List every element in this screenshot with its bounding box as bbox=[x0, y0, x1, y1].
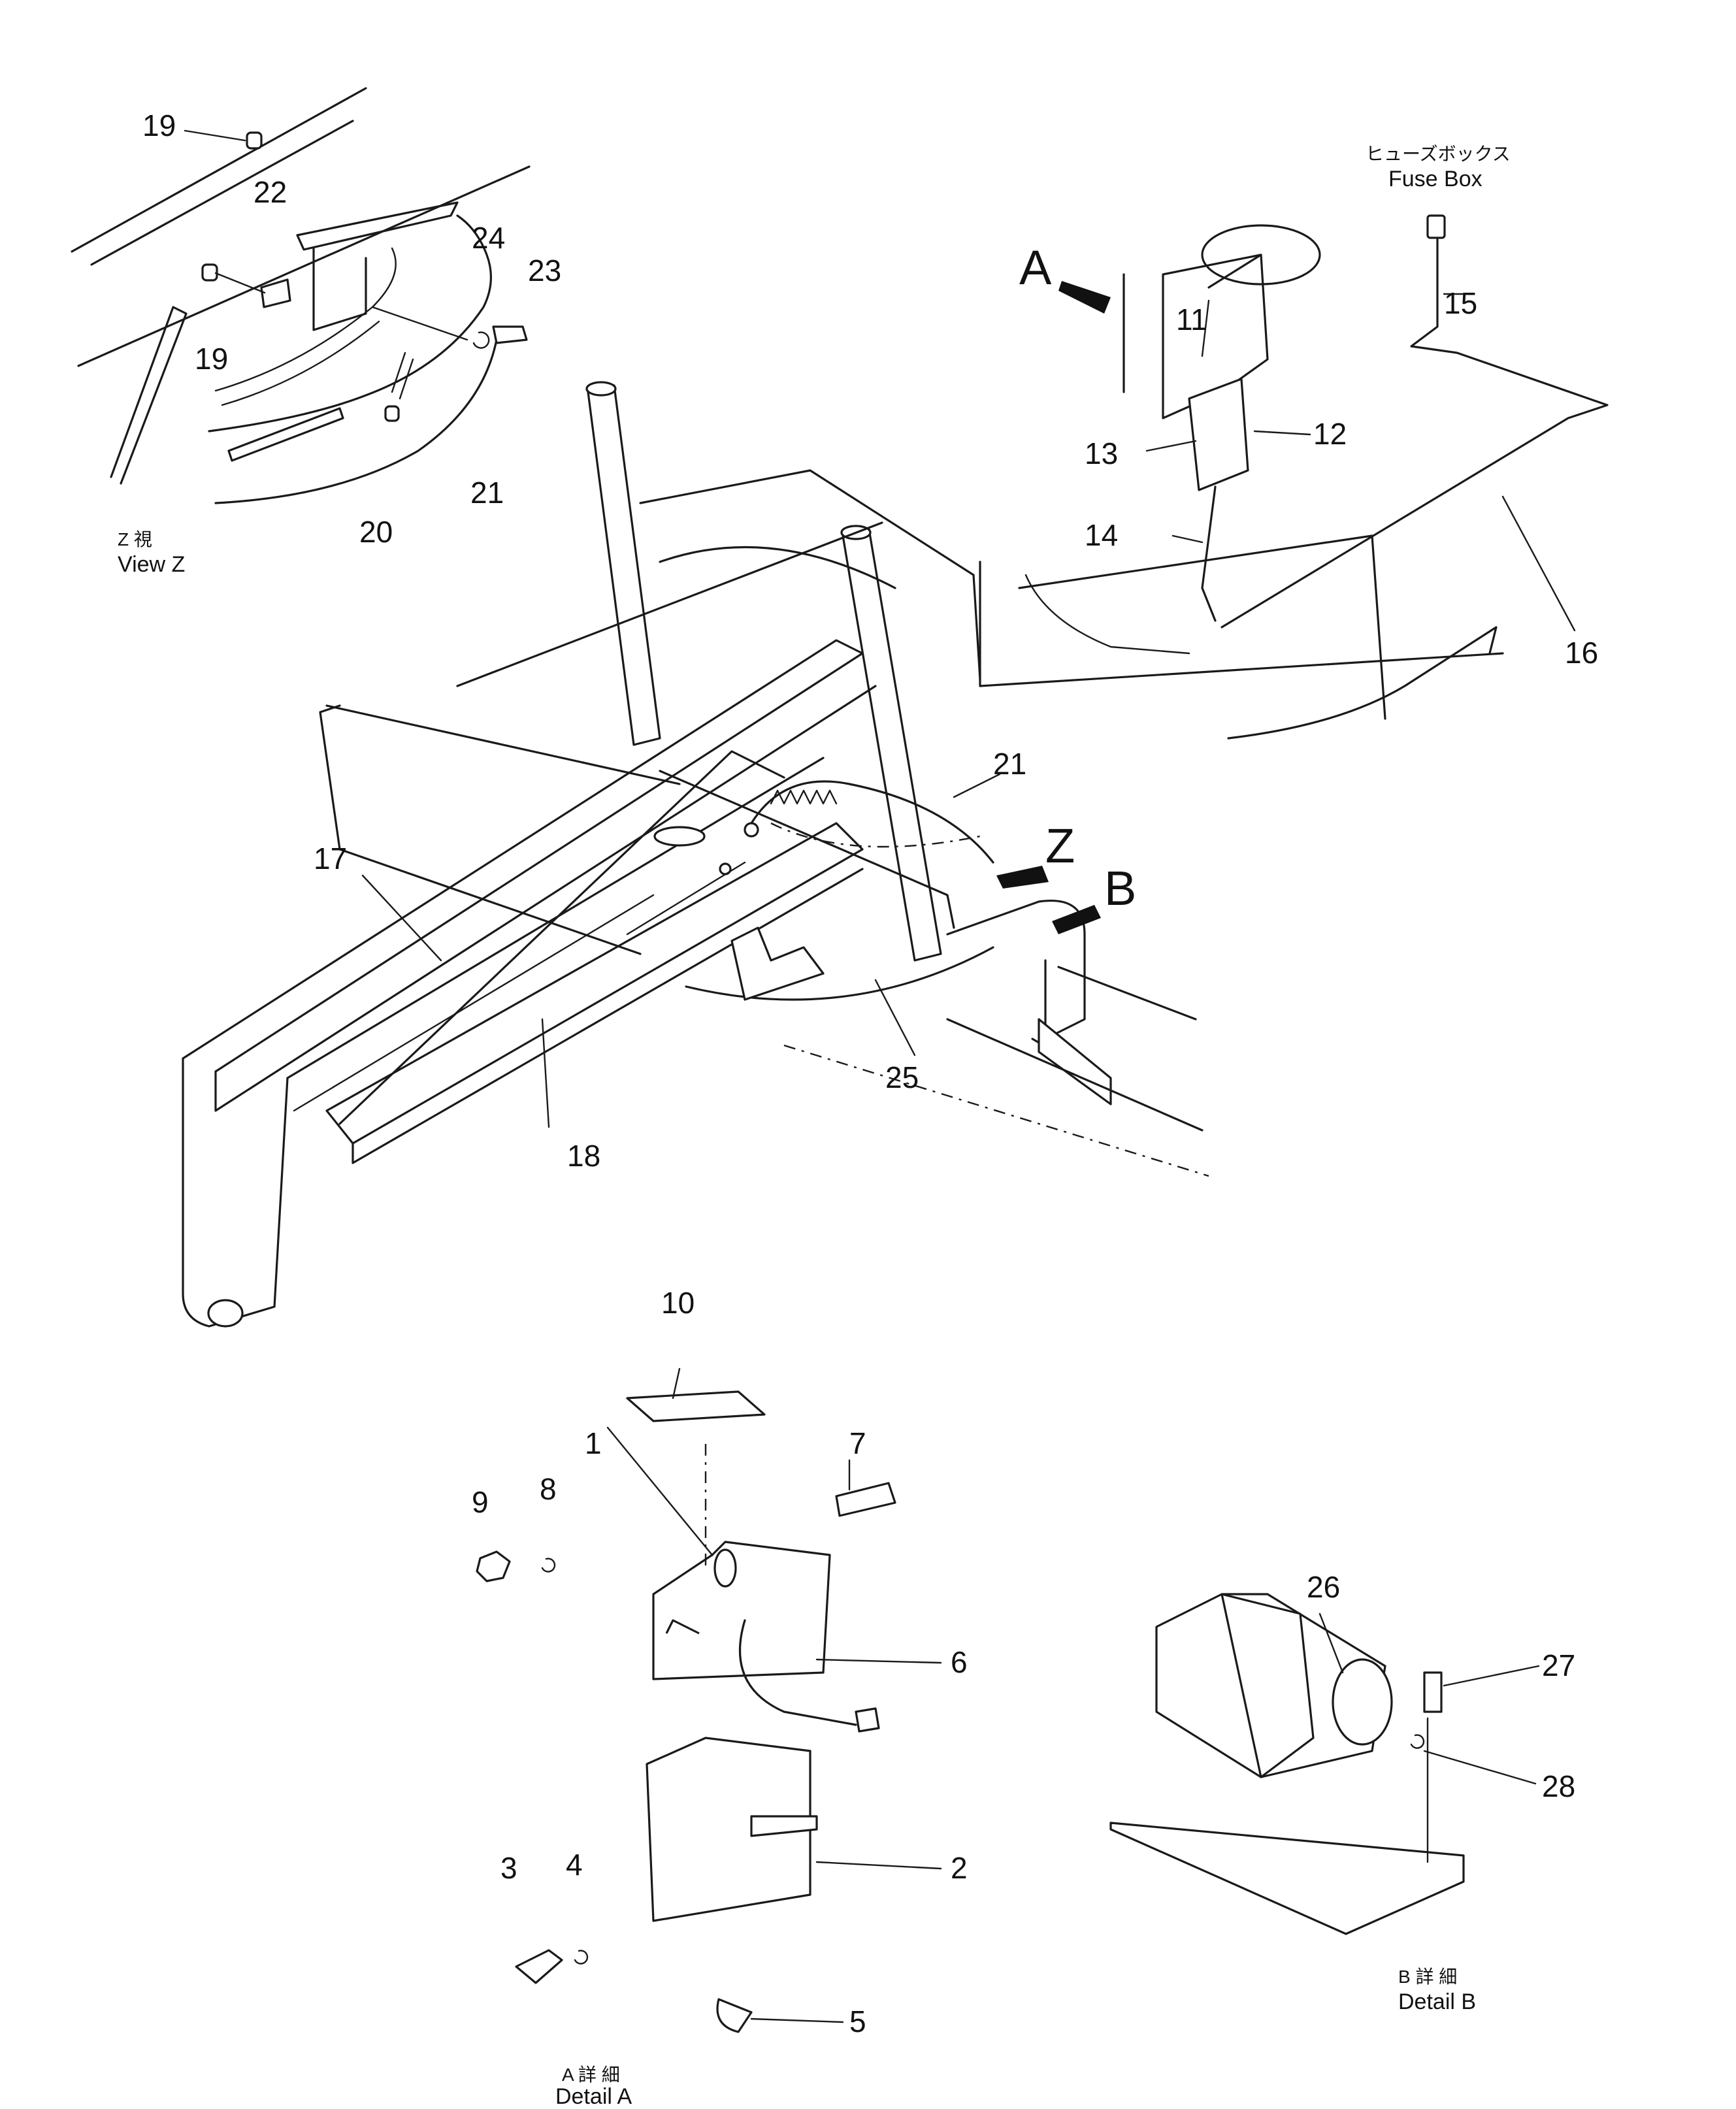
callout-2: 2 bbox=[951, 1851, 968, 1885]
detail-b-bracket bbox=[1109, 1593, 1465, 1935]
fuse-box-caption-jp: ヒューズボックス bbox=[1366, 144, 1511, 164]
callout-18: 18 bbox=[567, 1139, 600, 1173]
callout-6: 6 bbox=[951, 1645, 968, 1679]
detail-b-caption-jp: B 詳 細 bbox=[1398, 1967, 1457, 1987]
callout-8: 8 bbox=[540, 1472, 557, 1506]
callout-13: 13 bbox=[1085, 436, 1118, 470]
callout-5: 5 bbox=[849, 2004, 866, 2038]
view-z-caption: View Z bbox=[118, 552, 185, 577]
callout-21: 21 bbox=[470, 476, 504, 510]
callout-1: 1 bbox=[585, 1426, 602, 1460]
fuse-box-caption: Fuse Box bbox=[1388, 167, 1482, 191]
callout-28: 28 bbox=[1542, 1769, 1575, 1803]
detail-a-caption: Detail A bbox=[555, 2084, 632, 2106]
callout-15: 15 bbox=[1444, 286, 1477, 320]
callout-24: 24 bbox=[472, 221, 505, 255]
callout-21: 21 bbox=[993, 747, 1026, 781]
arrow-label-b: B bbox=[1104, 861, 1136, 915]
callout-16: 16 bbox=[1565, 636, 1598, 670]
arrow-label-a: A bbox=[1019, 240, 1052, 295]
detail-a-switch bbox=[476, 1390, 896, 2033]
callout-4: 4 bbox=[566, 1848, 583, 1882]
view-arrows bbox=[996, 281, 1111, 934]
view-arrow-a bbox=[1058, 281, 1111, 314]
callout-27: 27 bbox=[1542, 1648, 1575, 1682]
view-arrow-z bbox=[996, 866, 1049, 889]
detail-a-caption-jp: A 詳 細 bbox=[562, 2065, 620, 2085]
steering-and-harness bbox=[1122, 214, 1609, 629]
callout-7: 7 bbox=[849, 1426, 866, 1460]
callout-14: 14 bbox=[1085, 518, 1118, 552]
callout-22: 22 bbox=[254, 175, 287, 209]
detail-b-caption: Detail B bbox=[1398, 1989, 1476, 2014]
callout-23: 23 bbox=[528, 253, 561, 287]
callout-12: 12 bbox=[1313, 417, 1347, 451]
callout-3: 3 bbox=[500, 1851, 517, 1885]
callout-9: 9 bbox=[472, 1485, 489, 1519]
callout-26: 26 bbox=[1307, 1570, 1340, 1604]
callout-25: 25 bbox=[885, 1060, 919, 1094]
view-arrow-b bbox=[1052, 905, 1101, 934]
callout-10: 10 bbox=[661, 1286, 695, 1320]
view-z-inset bbox=[71, 87, 531, 504]
callout-20: 20 bbox=[359, 515, 393, 549]
leader-lines bbox=[184, 129, 1576, 2023]
callout-11: 11 bbox=[1176, 302, 1207, 336]
view-z-caption-jp: Z 視 bbox=[118, 529, 152, 549]
callout-19: 19 bbox=[195, 342, 228, 376]
callout-19: 19 bbox=[142, 108, 176, 142]
callout-17: 17 bbox=[314, 842, 347, 875]
arrow-label-z: Z bbox=[1045, 819, 1075, 873]
